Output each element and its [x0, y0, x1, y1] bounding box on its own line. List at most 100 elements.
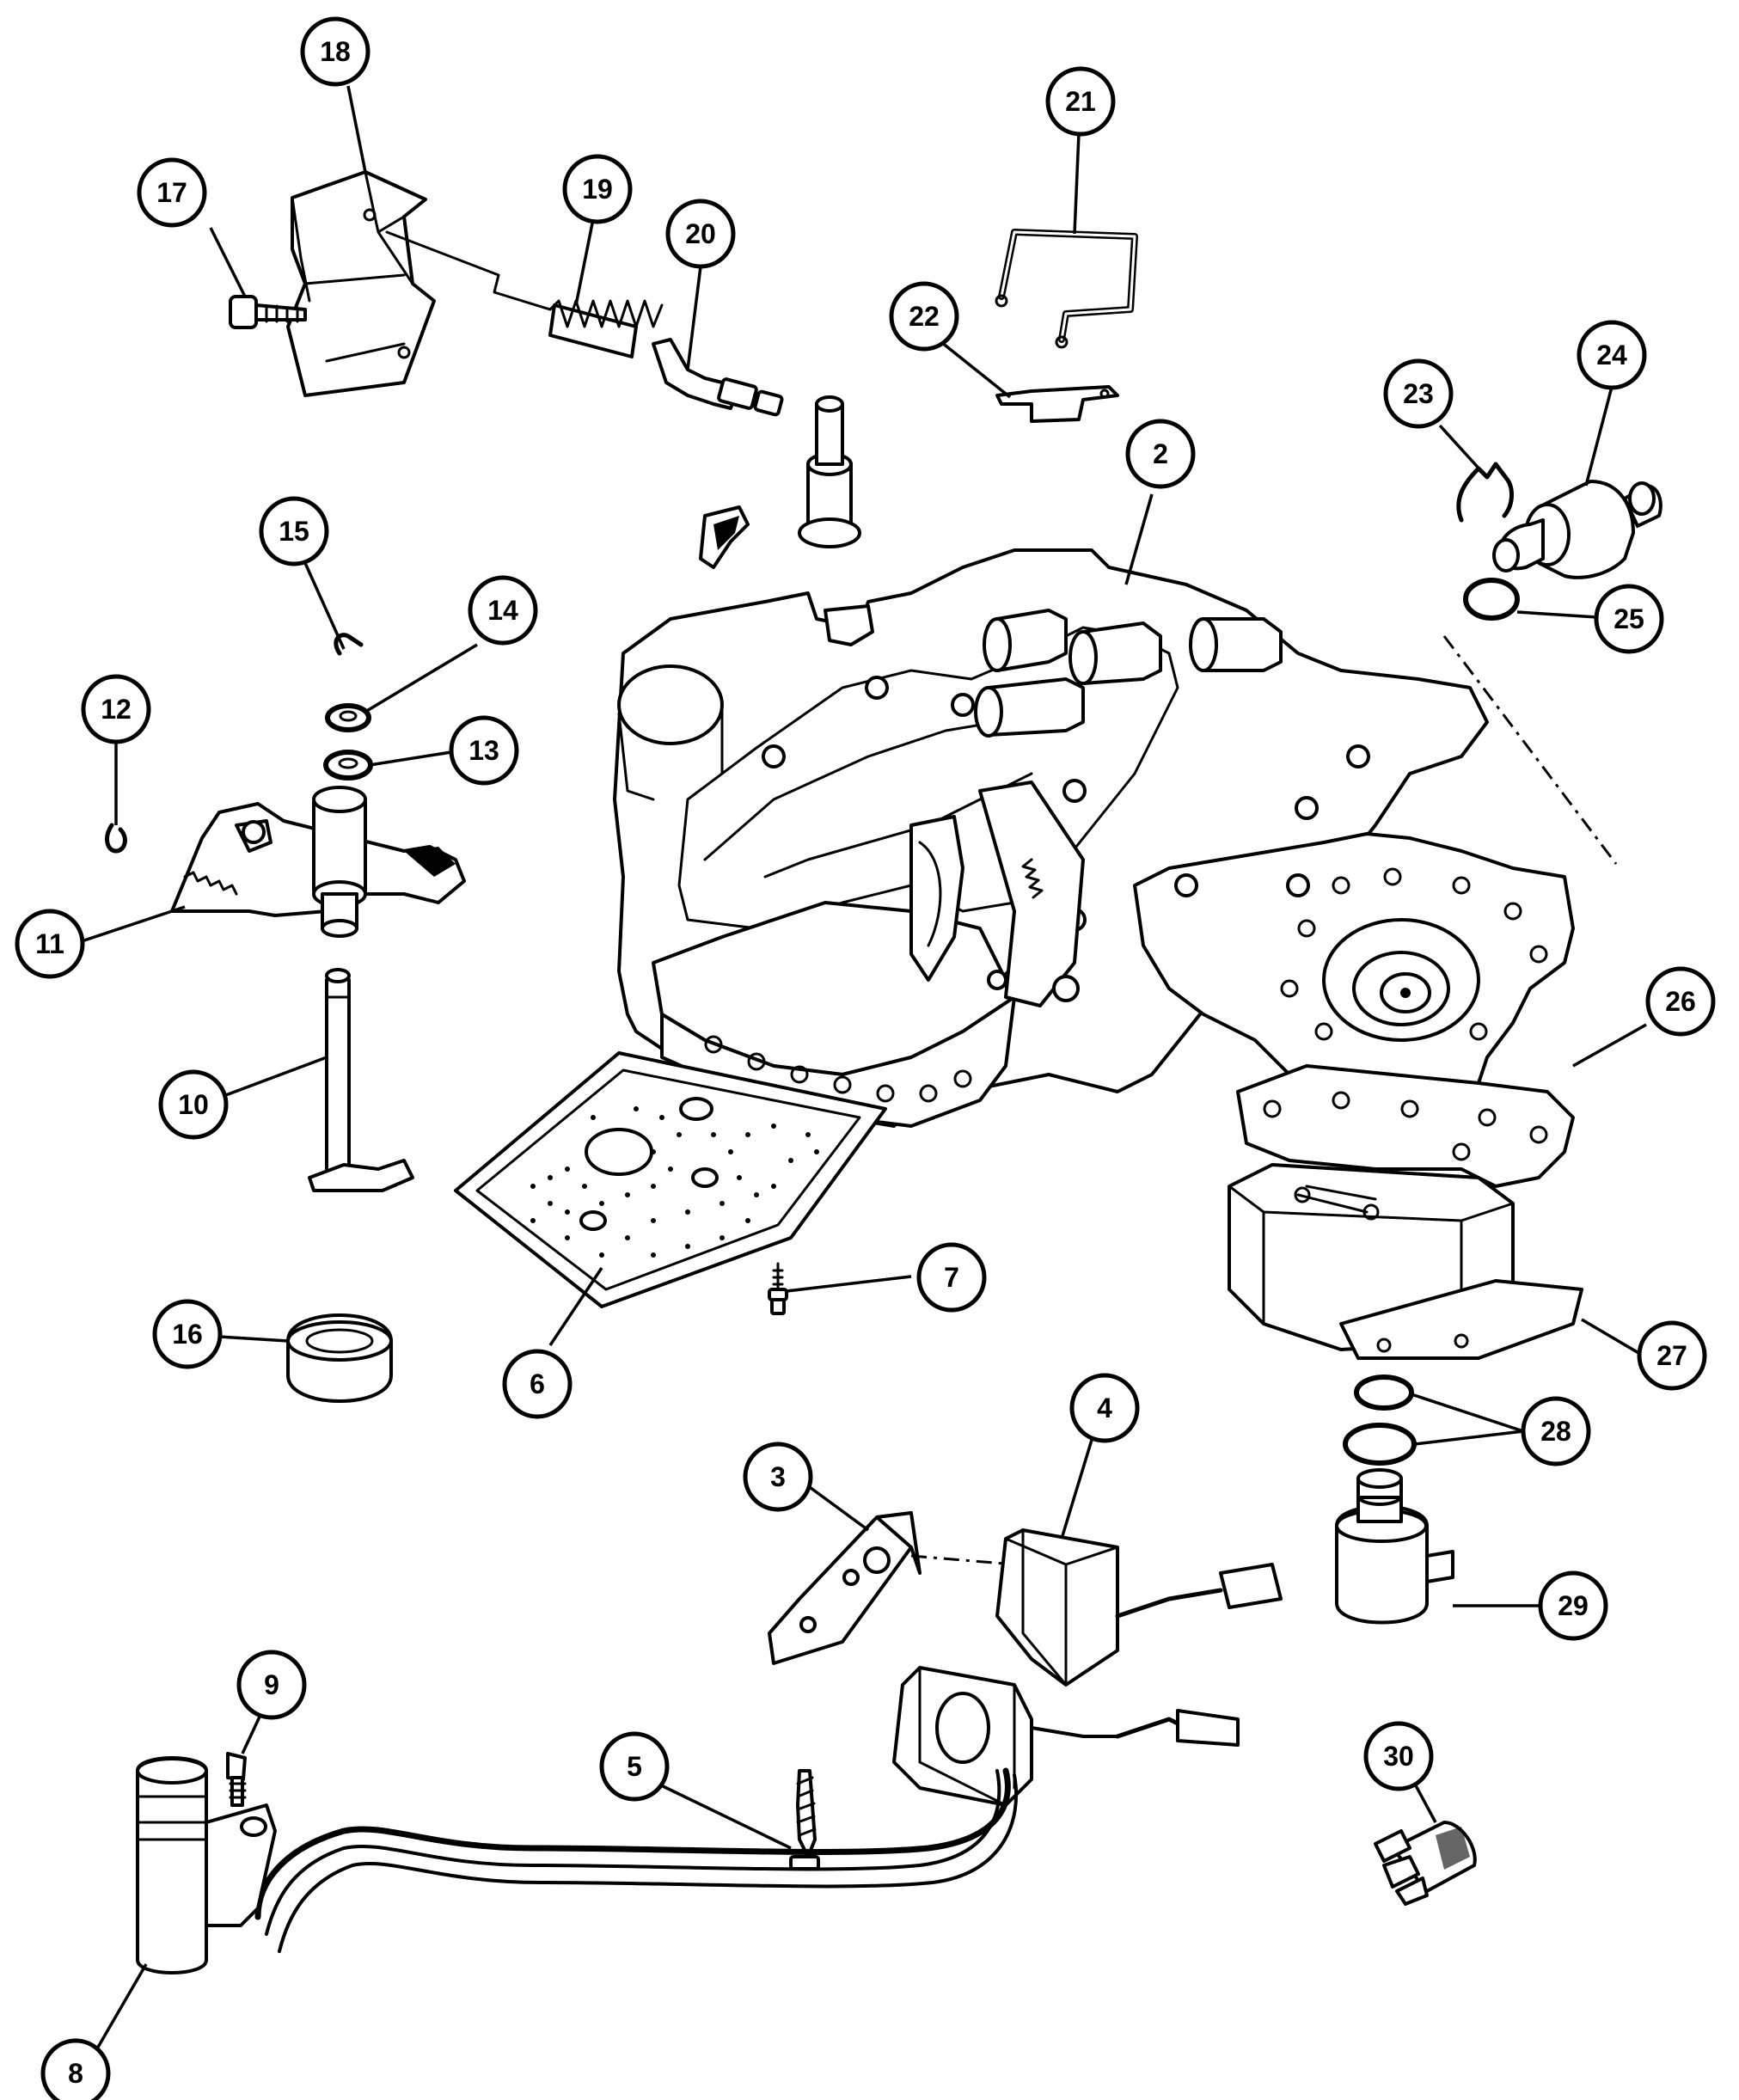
part-washer-14: [325, 703, 371, 732]
callout-16: 16: [152, 1299, 223, 1369]
leader-15: [303, 562, 346, 650]
leader-20: [686, 266, 702, 370]
callout-13: 13: [449, 715, 519, 786]
part-solenoid-24: [1492, 480, 1662, 579]
part-valve-body-2: [613, 395, 1575, 1128]
callout-15: 15: [259, 496, 329, 566]
callout-12: 12: [81, 674, 151, 744]
callout-label: 30: [1383, 1741, 1414, 1772]
callout-20: 20: [665, 199, 736, 269]
callout-18: 18: [300, 16, 370, 87]
leader-10: [223, 1056, 328, 1098]
callout-11: 11: [15, 909, 85, 979]
leader-2: [1124, 493, 1154, 585]
callout-label: 23: [1403, 378, 1434, 409]
leader-28a: [1411, 1393, 1524, 1433]
leader-lines: [81, 85, 1647, 2051]
part-plate-26: [1236, 1064, 1575, 1188]
leader-25: [1516, 610, 1598, 619]
leader-13: [369, 750, 452, 767]
callout-label: 28: [1540, 1416, 1571, 1447]
part-o-ring-28a: [1354, 1374, 1414, 1411]
alignment-line-3: [910, 1554, 1015, 1566]
callout-label: 4: [1097, 1393, 1112, 1423]
part-bracket-18: [286, 170, 436, 397]
link-rod: [385, 230, 552, 311]
callout-label: 8: [68, 2058, 83, 2089]
callout-25: 25: [1594, 584, 1664, 654]
part-clip-12: [105, 823, 127, 854]
callout-label: 22: [909, 301, 940, 332]
callout-label: 25: [1613, 603, 1644, 634]
part-washer-13: [323, 750, 373, 781]
callout-label: 24: [1596, 340, 1627, 370]
part-separator-plate-6: [454, 1051, 887, 1308]
part-connector-30: [1374, 1821, 1477, 1906]
callout-21: 21: [1045, 66, 1116, 137]
callout-9: 9: [236, 1650, 307, 1720]
part-lever-11: [170, 786, 466, 938]
callout-label: 12: [101, 694, 132, 725]
callout-label: 13: [468, 735, 499, 766]
callout-24: 24: [1577, 320, 1647, 390]
callout-label: 27: [1656, 1340, 1687, 1371]
leader-22: [931, 334, 1012, 399]
callout-label: 21: [1065, 86, 1096, 117]
leader-7: [786, 1275, 912, 1293]
leader-11: [81, 905, 186, 943]
callout-10: 10: [158, 1069, 229, 1140]
callout-label: 29: [1558, 1590, 1589, 1621]
callout-3: 3: [743, 1442, 813, 1512]
leader-24: [1584, 386, 1613, 487]
part-accumulator-27: [1228, 1163, 1583, 1360]
part-bolt-17: [229, 295, 307, 329]
callout-label: 2: [1153, 438, 1168, 469]
leader-26: [1572, 1023, 1647, 1068]
leader-21: [1073, 132, 1081, 235]
leader-3: [802, 1481, 870, 1532]
leader-8: [95, 1963, 148, 2051]
part-tube-21: [995, 229, 1138, 349]
part-o-ring-25: [1463, 578, 1520, 621]
callout-label: 14: [487, 595, 518, 626]
part-sensor-harness-8: [136, 1756, 1019, 1974]
callout-23: 23: [1383, 358, 1454, 429]
part-solenoid-29: [1335, 1468, 1454, 1625]
callout-label: 17: [156, 177, 187, 208]
leader-16: [218, 1335, 289, 1343]
callout-label: 26: [1665, 986, 1696, 1017]
callout-label: 6: [530, 1368, 545, 1399]
callout-6: 6: [502, 1349, 573, 1419]
alignment-line-25: [1442, 635, 1618, 865]
part-o-ring-28b: [1343, 1423, 1417, 1466]
callout-28: 28: [1521, 1396, 1591, 1466]
part-clip-22: [995, 385, 1119, 423]
callout-label: 15: [279, 516, 309, 547]
callout-label: 11: [35, 928, 64, 959]
part-valve-20: [652, 338, 784, 417]
callout-17: 17: [137, 157, 207, 228]
callout-8: 8: [40, 2038, 111, 2100]
leader-19: [574, 218, 595, 306]
callout-30: 30: [1363, 1721, 1434, 1791]
callout-22: 22: [889, 281, 959, 352]
leader-23: [1438, 424, 1485, 474]
callout-2: 2: [1125, 419, 1196, 489]
leader-18: [346, 85, 367, 173]
callout-5: 5: [599, 1731, 670, 1802]
part-solenoid-assembly-4: [892, 1528, 1283, 1807]
callout-14: 14: [468, 575, 538, 646]
part-seal-16: [286, 1313, 393, 1403]
callout-19: 19: [562, 154, 633, 224]
callout-29: 29: [1538, 1570, 1608, 1641]
part-screw-9: [226, 1752, 247, 1807]
plate-perforations: [530, 1106, 819, 1258]
callout-26: 26: [1645, 966, 1716, 1037]
callout-label: 10: [178, 1089, 209, 1120]
leader-6: [548, 1267, 603, 1346]
leader-14: [364, 643, 478, 713]
part-clip-23: [1456, 462, 1514, 523]
leader-9: [241, 1714, 262, 1754]
callout-label: 3: [770, 1461, 786, 1492]
